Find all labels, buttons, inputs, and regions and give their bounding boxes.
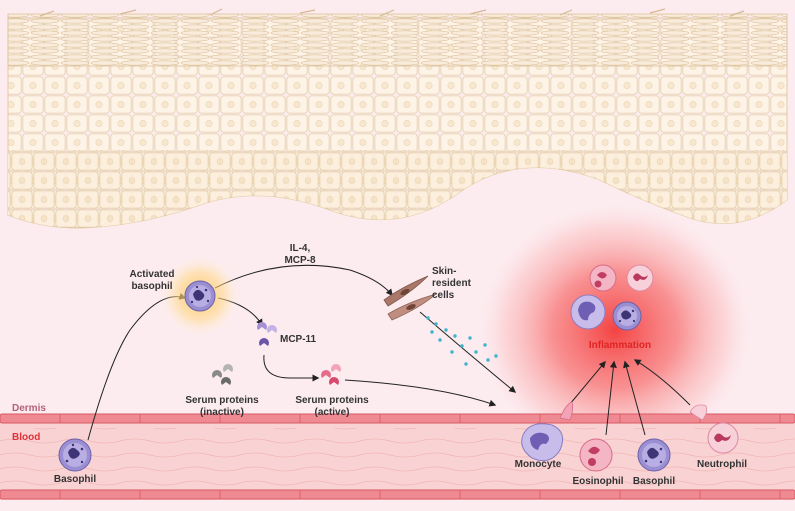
inflammation-cell-neutrophil xyxy=(626,264,654,292)
arrow-basophil-right-to-inflammation xyxy=(623,360,646,436)
epidermis-lower-cells xyxy=(8,150,787,228)
skin-cells-label-line2: resident xyxy=(432,278,472,289)
basophil-right-icon xyxy=(637,438,671,472)
arrow-eosinophil-to-inflammation xyxy=(605,360,617,436)
blood-texture xyxy=(0,428,795,490)
serum-inactive-label-line1: Serum proteins xyxy=(185,395,259,406)
inflammation-cell-monocyte xyxy=(570,294,606,330)
arrow-skin-cells-to-inflammation xyxy=(419,311,517,393)
skin-cells-label-line3: cells xyxy=(432,290,455,301)
monocyte-label: Monocyte xyxy=(515,459,562,470)
skin-cells-label-line1: Skin- xyxy=(432,266,456,277)
mcp11-label: MCP-11 xyxy=(280,334,317,345)
stratum-corneum xyxy=(7,13,788,67)
vessel-wall-top xyxy=(0,413,795,424)
cytokine-dots xyxy=(426,316,498,366)
activated-basophil-label-line2: basophil xyxy=(131,281,172,292)
inflammation-label: Inflammation xyxy=(589,340,651,351)
dermis-label: Dermis xyxy=(12,403,46,414)
il4-label-line1: IL-4, xyxy=(290,243,311,254)
inflammation-cell-basophil xyxy=(612,301,642,331)
serum-inactive-icon xyxy=(212,364,233,385)
inflammation-glow xyxy=(475,200,755,460)
activated-basophil-icon xyxy=(184,280,216,312)
blood-label: Blood xyxy=(12,432,40,443)
basophil-right-label: Basophil xyxy=(633,476,675,487)
neutrophil-icon xyxy=(689,404,739,454)
arrow-monocyte-to-inflammation xyxy=(569,360,606,405)
vessel-wall-bottom xyxy=(0,489,795,500)
neutrophil-label: Neutrophil xyxy=(697,459,747,470)
arrow-mcp11-to-serum-active xyxy=(263,354,320,382)
activated-basophil-label-line1: Activated xyxy=(129,269,174,280)
serum-active-label-line2: (active) xyxy=(314,407,349,418)
eosinophil-icon xyxy=(579,438,613,472)
arrow-neutrophil-to-inflammation xyxy=(633,359,691,406)
blood-basophil-icon xyxy=(58,438,92,472)
skin-surface-flakes xyxy=(39,8,745,17)
serum-active-icon xyxy=(321,363,341,385)
serum-active-label-line1: Serum proteins xyxy=(295,395,369,406)
inflammation-cell-eosinophil xyxy=(589,264,617,292)
skin-resident-cells-icon xyxy=(383,275,437,321)
arrow-serum-to-inflammation xyxy=(344,379,497,407)
arrow-activated-to-skin-cells xyxy=(214,264,393,297)
serum-inactive-label-line2: (inactive) xyxy=(200,407,244,418)
mcp11-icon xyxy=(257,322,277,346)
eosinophil-label: Eosinophil xyxy=(572,476,623,487)
basophil-blood-label: Basophil xyxy=(54,474,96,485)
monocyte-icon xyxy=(521,401,574,462)
il4-label-line2: MCP-8 xyxy=(284,255,316,266)
